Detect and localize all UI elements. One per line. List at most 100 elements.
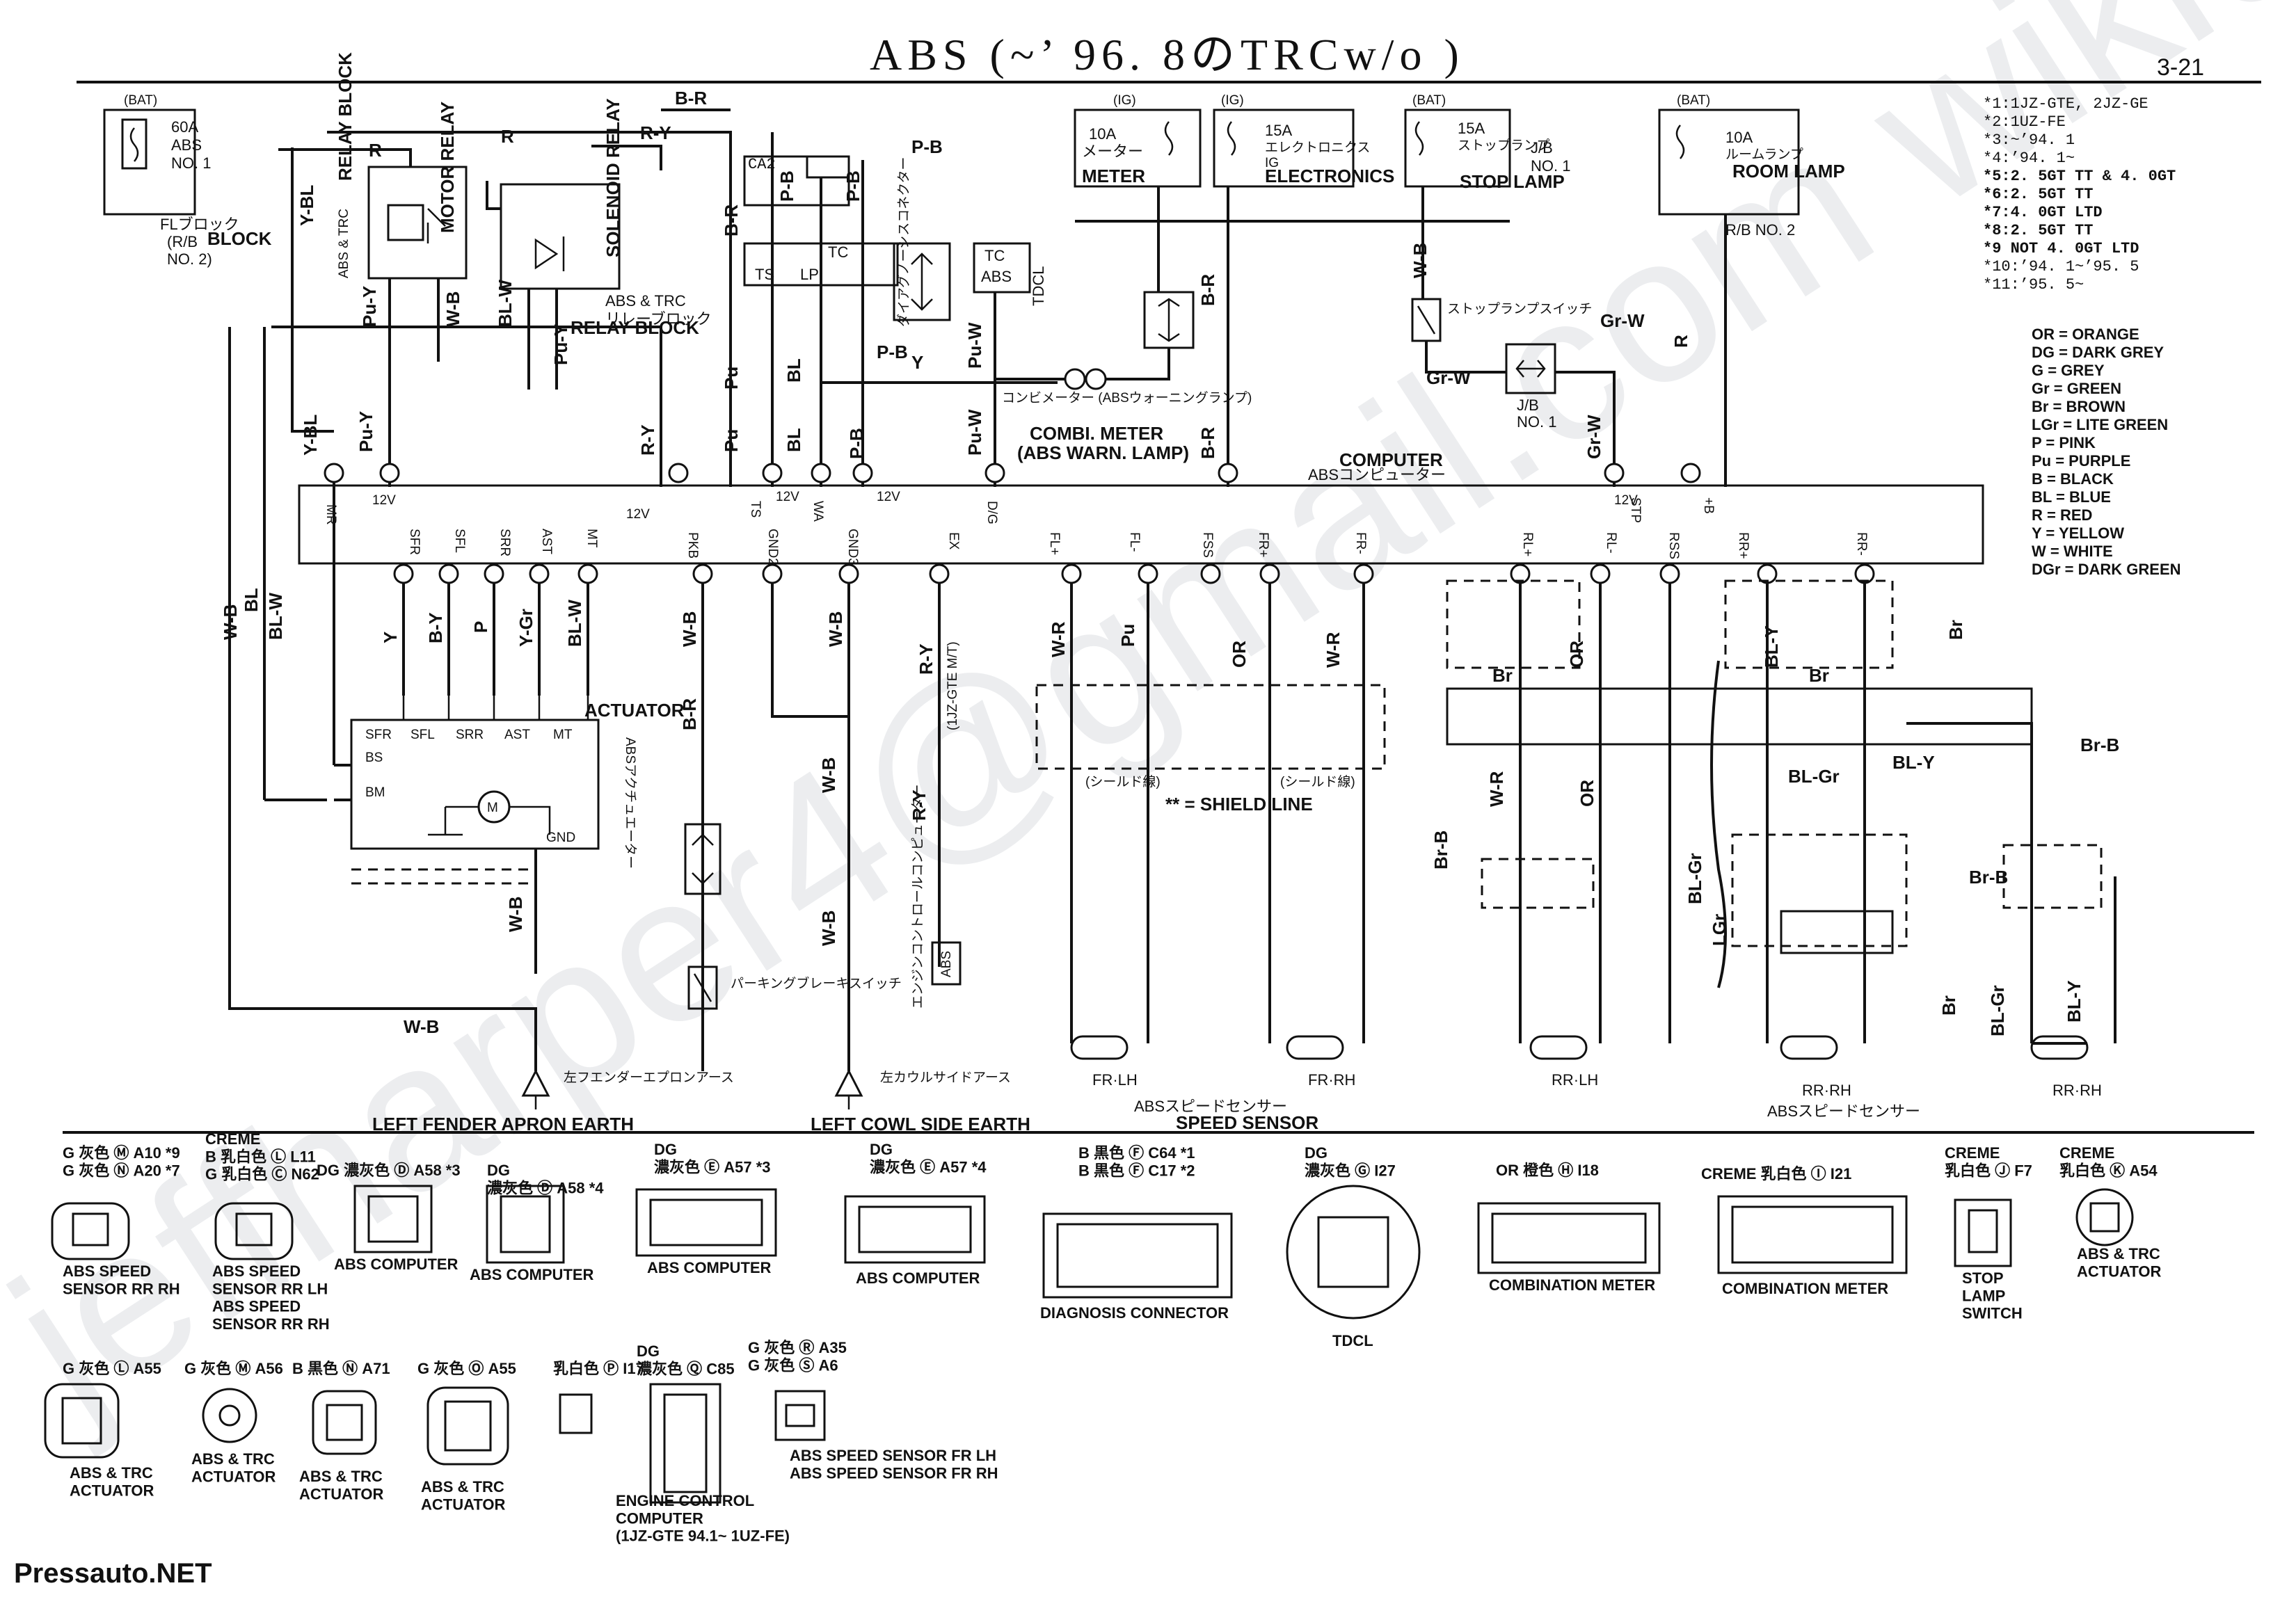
fuse-label: STOP LAMP (1460, 171, 1565, 192)
motor-relay-label: MOTOR RELAY (437, 102, 458, 233)
tc-pin: TC (828, 243, 848, 261)
pin-rl-minus: RL- (1604, 532, 1618, 554)
fuse-amp: 10A (1725, 129, 1753, 146)
wire-label-w-r: W-R (1048, 621, 1069, 657)
fuse-source: (BAT) (1677, 93, 1710, 108)
stop-lamp-sw-jp: ストップランプスイッチ (1447, 301, 1592, 316)
conn-tag-17: 乳白色 Ⓟ I17 (553, 1360, 644, 1377)
wire-label-br-3: Br (1945, 620, 1966, 640)
footer-brand: Pressauto.NET (14, 1558, 212, 1589)
fl-block-label-2: (R/B (167, 233, 198, 250)
fuse-15a-electronics: (IG) 15A エレクトロニクス IG ELECTRONICS (1213, 93, 1394, 188)
engine-control-computer: ABS エンジンコントロールコンピューター (910, 784, 962, 1009)
junction-lm (1780, 910, 1894, 954)
wire-label-p-b-4: P-B (877, 342, 908, 362)
pin-fr-plus: FR+ (1256, 532, 1270, 557)
fuse-name: ストップランプ (1458, 138, 1549, 153)
wire-label-w-r-2: W-R (1323, 632, 1344, 668)
pin-fl-minus: FL- (1127, 532, 1142, 552)
jb-no1-label: J/B (1531, 139, 1553, 157)
rr-rh-label: RR·RH (1802, 1082, 1851, 1099)
fuse-name: ルームランプ (1725, 147, 1803, 162)
fl-block-label: FLブロック (160, 216, 239, 233)
relay-block-vertical: RELAY BLOCK (335, 52, 356, 181)
abs-trc-jp: ABS & TRC (337, 209, 351, 278)
act-pin-bm: BM (365, 785, 385, 800)
wire-label-br-4: Br (1938, 995, 1959, 1016)
rr-lh-sensor: RR·LH (1529, 1035, 1598, 1089)
wire-label-r-y-3: R-Y (916, 643, 936, 675)
wire-label-w-b-stop: W-B (1410, 243, 1430, 278)
page-number: 3-21 (2157, 54, 2204, 81)
left-fender-jp: 左フエンダーエプロンアース (564, 1070, 734, 1085)
pin-fl-plus: FL+ (1047, 532, 1062, 555)
svg-text:M: M (487, 801, 498, 815)
left-cowl-earth: LEFT COWL SIDE EARTH 左カウルサイドアース (811, 1068, 1030, 1134)
fuse-name: メーター (1082, 143, 1143, 160)
speed-sensor-label: SPEED SENSOR (1176, 1112, 1318, 1133)
wire-label-w-b-3: W-B (825, 611, 846, 647)
wire-label-bl-3: BL (241, 588, 262, 612)
actuator-box (350, 719, 600, 850)
wire-label-b-y: B-Y (425, 612, 446, 643)
wire-label-r-2: R (369, 140, 382, 161)
conn-tag-3: DG 濃灰色 Ⓓ A58 *3 (317, 1162, 461, 1179)
wire-label-r-y: R-Y (640, 122, 671, 143)
act-pin-srr: SRR (456, 728, 484, 742)
pin-ex: EX (946, 532, 961, 550)
wire-label-r-room: R (1671, 335, 1691, 348)
pin-wa: WA (811, 501, 825, 522)
pin-gnd2: GND2 (765, 529, 780, 566)
wire-label-bl-y-3: BL-Y (2064, 980, 2084, 1022)
note-item: *3:~’94. 1 (1983, 131, 2075, 149)
fuse-label: ROOM LAMP (1732, 161, 1845, 182)
speed-sensor-jp: ABSスピードセンサー (1134, 1098, 1287, 1115)
wire-label-pu-2: Pu (721, 429, 742, 452)
wire-label-b-r: B-R (675, 88, 707, 109)
page-title: ABS (~’ 96. 8のTRCw/o ) (870, 30, 1465, 79)
relay-block: RELAY BLOCK MOTOR RELAY ABS & TRC SOLENO… (335, 52, 712, 338)
fr-lh-sensor: FR·LH (1070, 1035, 1138, 1089)
wire-label-w-b-4: W-B (220, 604, 241, 640)
solenoid-relay (500, 183, 621, 290)
conn-name-9: COMBINATION METER (1489, 1276, 1655, 1294)
computer-label: COMPUTER (1339, 449, 1443, 470)
fuse-amp: 15A (1265, 122, 1292, 139)
legend-item: DGr = DARK GREEN (2032, 561, 2181, 578)
jb-no1-label-2: NO. 1 (1531, 157, 1570, 175)
wire-label-bl-2: BL (783, 428, 804, 452)
wire-label-or-2: OR (1566, 641, 1587, 668)
wire-label-lgr: LGr (1709, 914, 1730, 946)
conn-name-6: ABS COMPUTER (856, 1269, 980, 1287)
v12-label-2: 12V (626, 507, 650, 522)
conn-tag-13: G 灰色 Ⓛ A55 (63, 1360, 161, 1377)
pin-plus-b: +B (1701, 497, 1716, 514)
model-1jz-label: (1JZ-GTE M/T) (946, 641, 960, 730)
conn-name-7: DIAGNOSIS CONNECTOR (1040, 1304, 1229, 1322)
tdcl-label: TDCL (1030, 266, 1047, 306)
rr-lh-label: RR·LH (1552, 1071, 1598, 1089)
wire-label-bl-gr: BL-Gr (1684, 853, 1705, 904)
junction-am (1446, 687, 2033, 746)
tdcl-abs: ABS (981, 268, 1012, 285)
wire-label-r: R (501, 126, 514, 147)
wire-label-br-b-2: Br-B (2080, 735, 2119, 755)
pin-pkb: PKB (685, 532, 700, 559)
wire-label-gr-w: Gr-W (1426, 367, 1471, 388)
legend-item: Y = YELLOW (2032, 524, 2124, 542)
wire-label-w: W-R (1486, 771, 1507, 807)
conn-name-4: ABS COMPUTER (470, 1266, 594, 1283)
wire-label-w-b-6: W-B (404, 1016, 439, 1037)
wire-label-w-b-7: W-B (818, 757, 839, 793)
shield-zone-rr-rh (1724, 579, 1894, 669)
combi-meter-jp: コンビメーター (ABSウォーニングランプ) (1002, 390, 1252, 406)
